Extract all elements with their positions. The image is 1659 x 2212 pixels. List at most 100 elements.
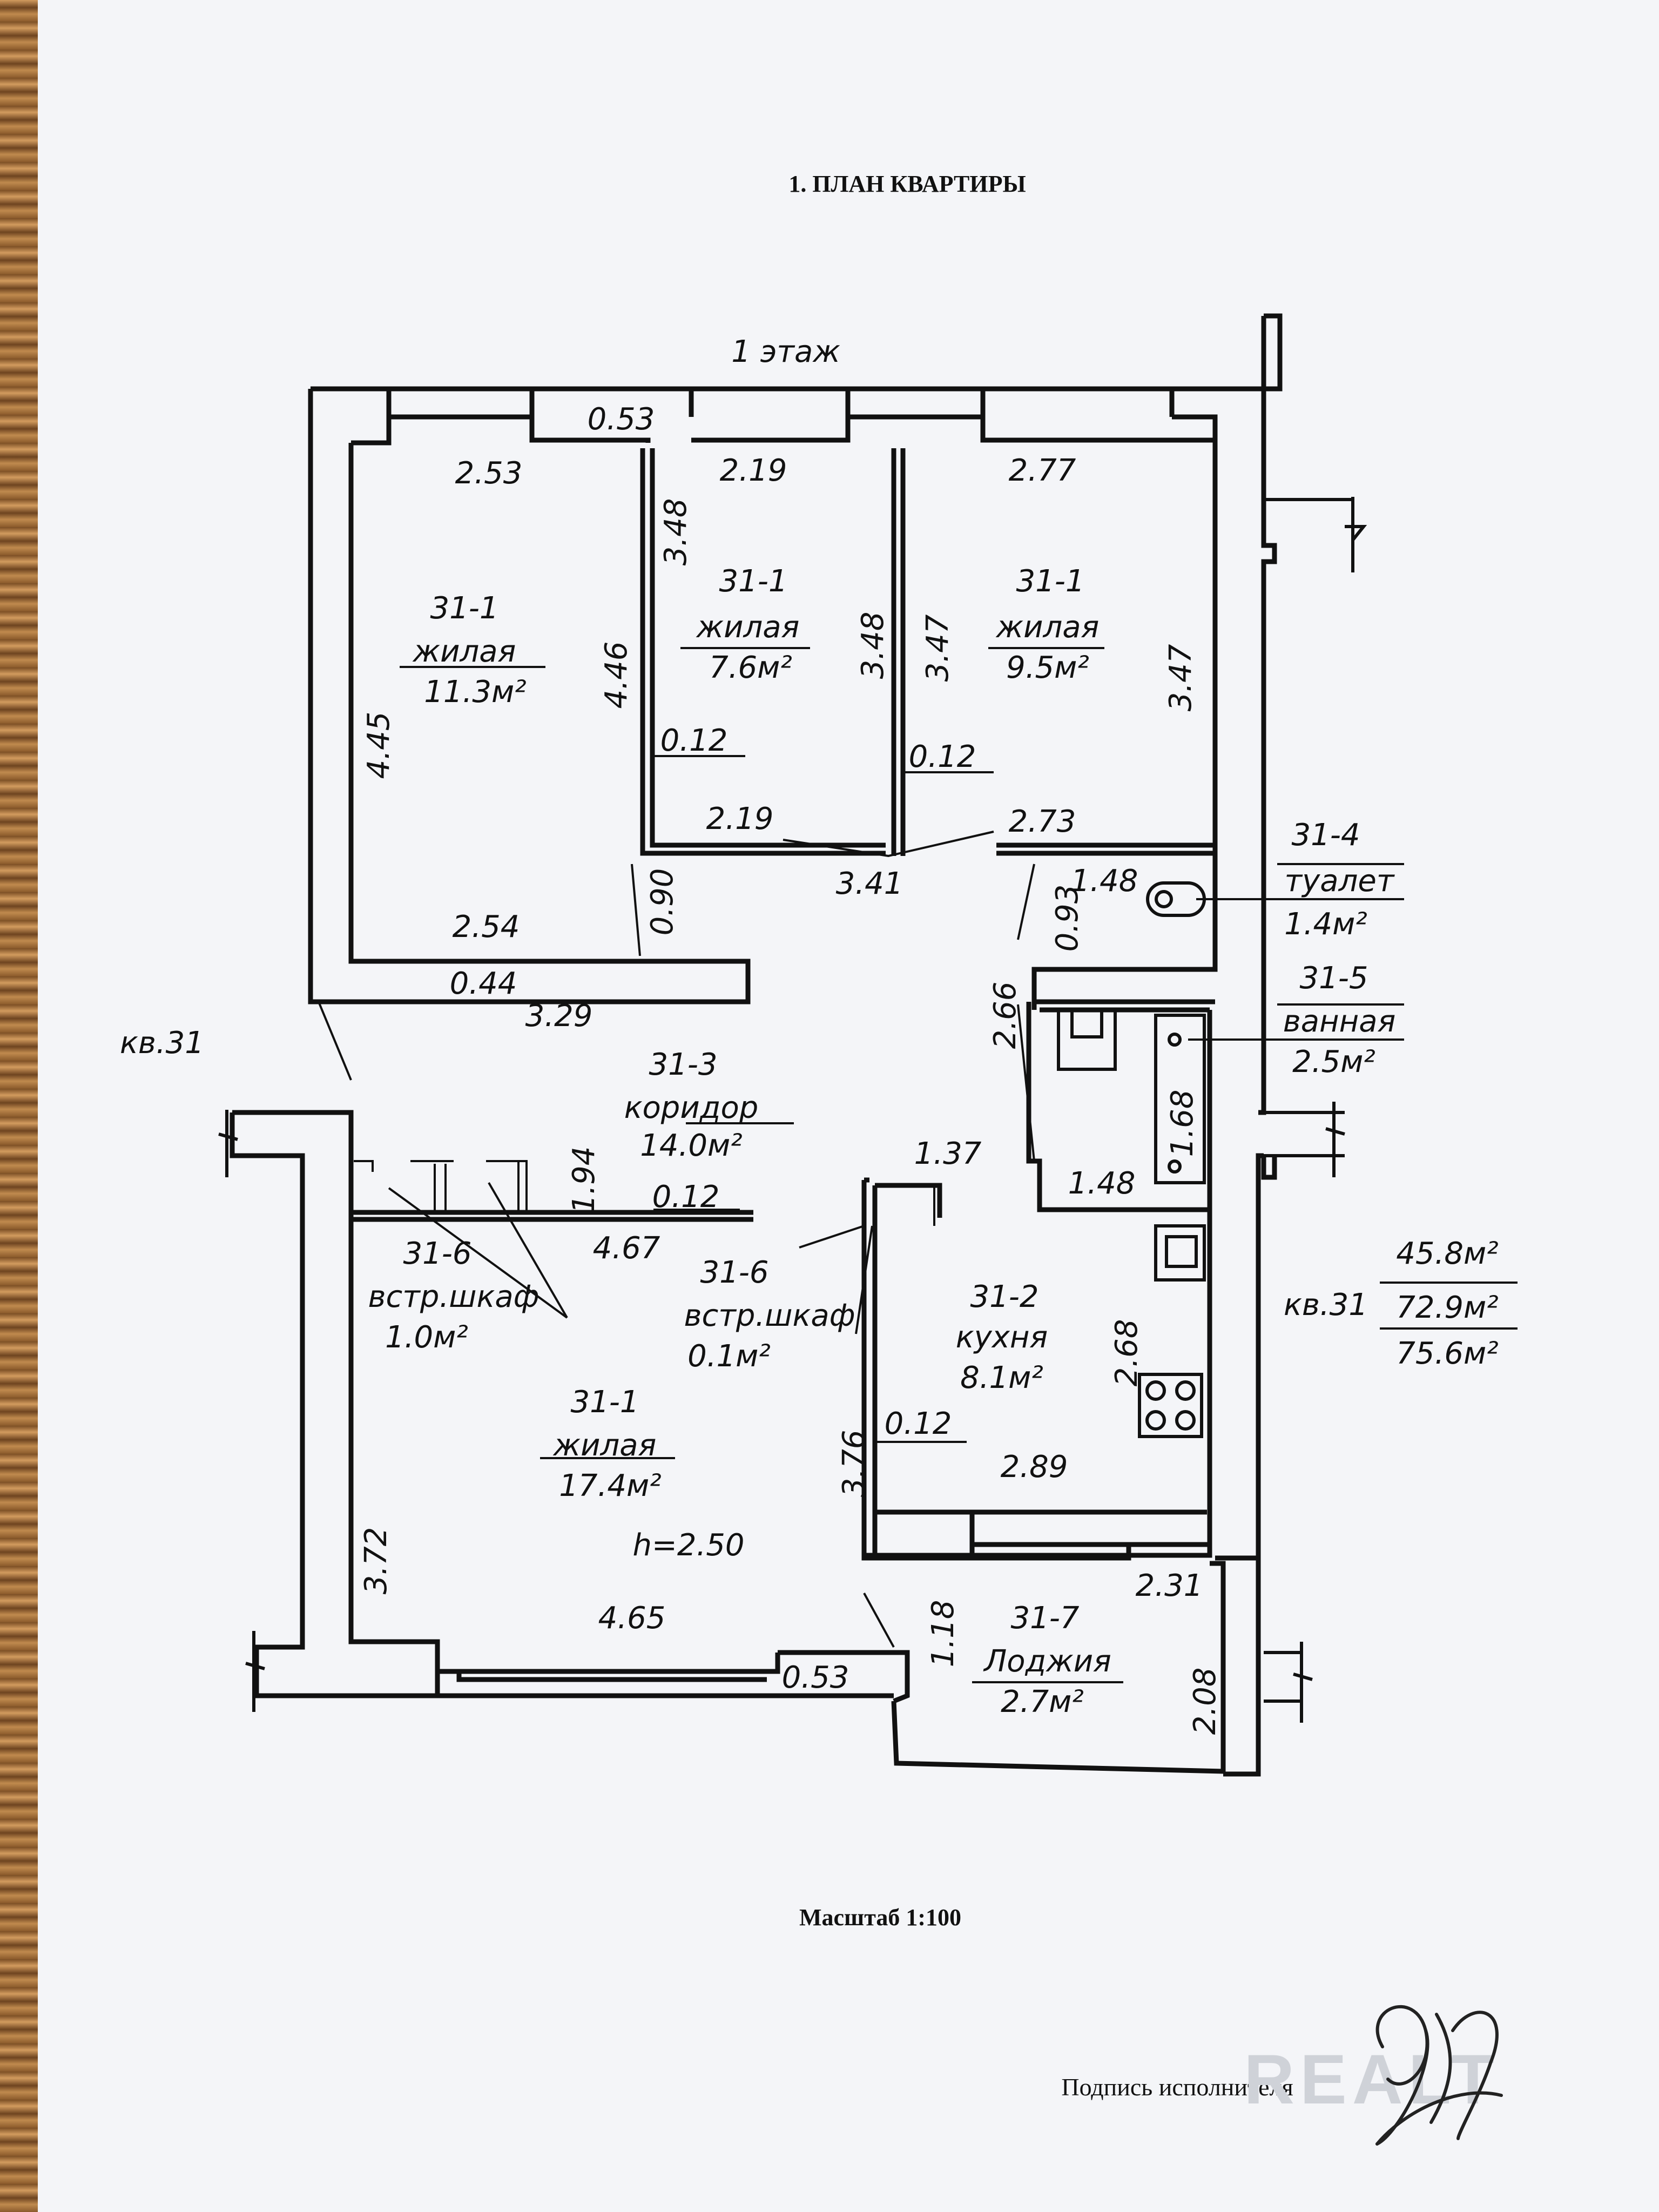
dimension-label: 2.89	[1001, 1449, 1068, 1485]
dimension-label: 0.12	[885, 1406, 952, 1441]
dimension-label: 0.12	[652, 1179, 720, 1215]
room-label-living: 31-1 жилая 17.4м²	[552, 1385, 662, 1503]
fixtures	[218, 497, 1518, 1723]
svg-text:17.4м²: 17.4м²	[559, 1468, 661, 1503]
dimension-label: 1.94	[567, 1147, 602, 1214]
paper-sheet	[38, 0, 1659, 2212]
room-label-toilet: 31-4 туалет 1.4м²	[1284, 818, 1395, 942]
realt-watermark-logo: REALT	[1244, 2040, 1500, 2119]
dimension-label: 0.12	[909, 739, 976, 774]
svg-text:1.4м²: 1.4м²	[1284, 907, 1367, 942]
svg-text:кухня: кухня	[956, 1320, 1048, 1355]
svg-text:9.5м²: 9.5м²	[1006, 650, 1089, 685]
svg-text:31-4: 31-4	[1291, 818, 1360, 853]
floor-label: 1 этаж	[731, 334, 840, 369]
dimension-label: 1.68	[1165, 1090, 1200, 1157]
room-label-bedroom-right: 31-1 жилая 9.5м²	[995, 564, 1100, 685]
room-label-kitchen: 31-2 кухня 8.1м²	[956, 1279, 1048, 1395]
scale-label: Масштаб 1:100	[799, 1904, 961, 1931]
dimension-label: 3.76	[837, 1430, 872, 1498]
svg-text:Лоджия: Лоджия	[983, 1644, 1111, 1679]
svg-text:31-7: 31-7	[1010, 1601, 1079, 1636]
dimension-label: 1.48	[1071, 864, 1138, 899]
svg-text:туалет: туалет	[1285, 864, 1395, 899]
label-underlines	[400, 647, 1404, 1683]
dimension-label: 4.45	[361, 712, 396, 779]
toilet-fixture	[1146, 881, 1206, 917]
dimension-label: 0.53	[782, 1660, 849, 1695]
svg-text:31-2: 31-2	[970, 1279, 1038, 1314]
apartment-label-left: кв.31	[120, 1026, 204, 1061]
svg-text:31-1: 31-1	[570, 1385, 639, 1420]
svg-text:14.0м²: 14.0м²	[640, 1128, 742, 1163]
dimension-label: 3.41	[836, 866, 903, 901]
page-title: 1. ПЛАН КВАРТИРЫ	[788, 171, 1026, 197]
svg-text:жилая: жилая	[552, 1428, 657, 1463]
handwritten-signature	[1375, 2005, 1503, 2146]
kitchen-sink	[1154, 1224, 1206, 1282]
svg-text:31-5: 31-5	[1299, 961, 1368, 996]
dimension-label: 2.31	[1136, 1568, 1203, 1603]
svg-text:1.0м²: 1.0м²	[385, 1320, 468, 1355]
ceiling-height: h=2.50	[632, 1528, 744, 1563]
svg-text:коридор: коридор	[624, 1090, 759, 1125]
svg-text:7.6м²: 7.6м²	[709, 650, 792, 685]
summary-living-area: 45.8м²	[1396, 1236, 1498, 1271]
dimension-label: 3.48	[658, 498, 693, 566]
svg-text:8.1м²: 8.1м²	[960, 1360, 1043, 1395]
svg-text:ванная: ванная	[1283, 1004, 1396, 1039]
thin-lines	[318, 831, 1404, 1648]
svg-text:встр.шкаф: встр.шкаф	[368, 1279, 539, 1314]
dimension-label: 2.08	[1188, 1668, 1223, 1735]
dimension-label: 2.19	[706, 801, 774, 837]
room-label-closet-left: 31-6 встр.шкаф 1.0м²	[368, 1236, 539, 1355]
svg-text:31-6: 31-6	[700, 1255, 768, 1290]
dimension-label: 3.72	[359, 1527, 394, 1595]
dimension-label: 3.48	[855, 612, 891, 679]
dimension-label: 4.46	[599, 642, 634, 709]
bathtub	[1154, 1014, 1206, 1184]
dimension-label: 4.65	[598, 1601, 666, 1636]
dimension-label: 2.68	[1109, 1319, 1144, 1387]
svg-text:31-1: 31-1	[719, 564, 787, 599]
dimension-label: 3.47	[920, 614, 955, 682]
dimension-labels: 0.53 2.53 2.19 2.77 3.48 4.46 3.48 3.47 …	[359, 402, 1223, 1735]
svg-text:2.7м²: 2.7м²	[1001, 1684, 1084, 1719]
room-label-bedroom-left: 31-1 жилая 11.3м²	[412, 591, 527, 710]
dimension-label: 1.48	[1068, 1166, 1136, 1201]
room-label-closet-small: 31-6 встр.шкаф 0.1м²	[684, 1255, 855, 1374]
room-label-corridor: 31-3 коридор 14.0м²	[624, 1047, 759, 1163]
dimension-label: 1.18	[926, 1600, 961, 1668]
svg-text:2.5м²: 2.5м²	[1292, 1044, 1375, 1080]
dimension-label: 3.47	[1163, 644, 1198, 711]
kitchen-stove	[1138, 1373, 1203, 1438]
dimension-label: 2.77	[1009, 453, 1076, 488]
dimension-label: 0.44	[450, 966, 517, 1001]
dimension-label: 0.12	[660, 723, 728, 758]
svg-text:31-6: 31-6	[403, 1236, 471, 1271]
dimension-label: 4.67	[593, 1231, 660, 1266]
dimension-label: 2.66	[988, 982, 1023, 1049]
svg-text:жилая: жилая	[696, 610, 800, 645]
wooden-table-edge	[0, 0, 38, 2212]
summary-total-with-loggia: 75.6м²	[1396, 1336, 1498, 1371]
apartment-label-right: кв.31	[1284, 1287, 1368, 1323]
dimension-label: 2.73	[1009, 804, 1076, 839]
svg-text:0.1м²: 0.1м²	[687, 1339, 771, 1374]
svg-text:31-1: 31-1	[430, 591, 498, 626]
dimension-label: 2.54	[453, 909, 520, 945]
room-label-loggia: 31-7 Лоджия 2.7м²	[983, 1601, 1111, 1719]
dimension-label: 2.19	[720, 453, 787, 488]
room-label-bathroom: 31-5 ванная 2.5м²	[1283, 961, 1396, 1080]
svg-text:11.3м²: 11.3м²	[424, 675, 526, 710]
dimension-label: 2.53	[455, 456, 523, 491]
svg-text:встр.шкаф: встр.шкаф	[684, 1298, 855, 1333]
walls	[230, 313, 1283, 1777]
svg-text:жилая: жилая	[412, 634, 516, 669]
bathroom-sink	[1057, 1008, 1117, 1071]
dimension-label: 3.29	[525, 999, 593, 1034]
signature-label: Подпись исполнителя	[1061, 2073, 1293, 2101]
room-label-bedroom-middle: 31-1 жилая 7.6м²	[696, 564, 800, 685]
